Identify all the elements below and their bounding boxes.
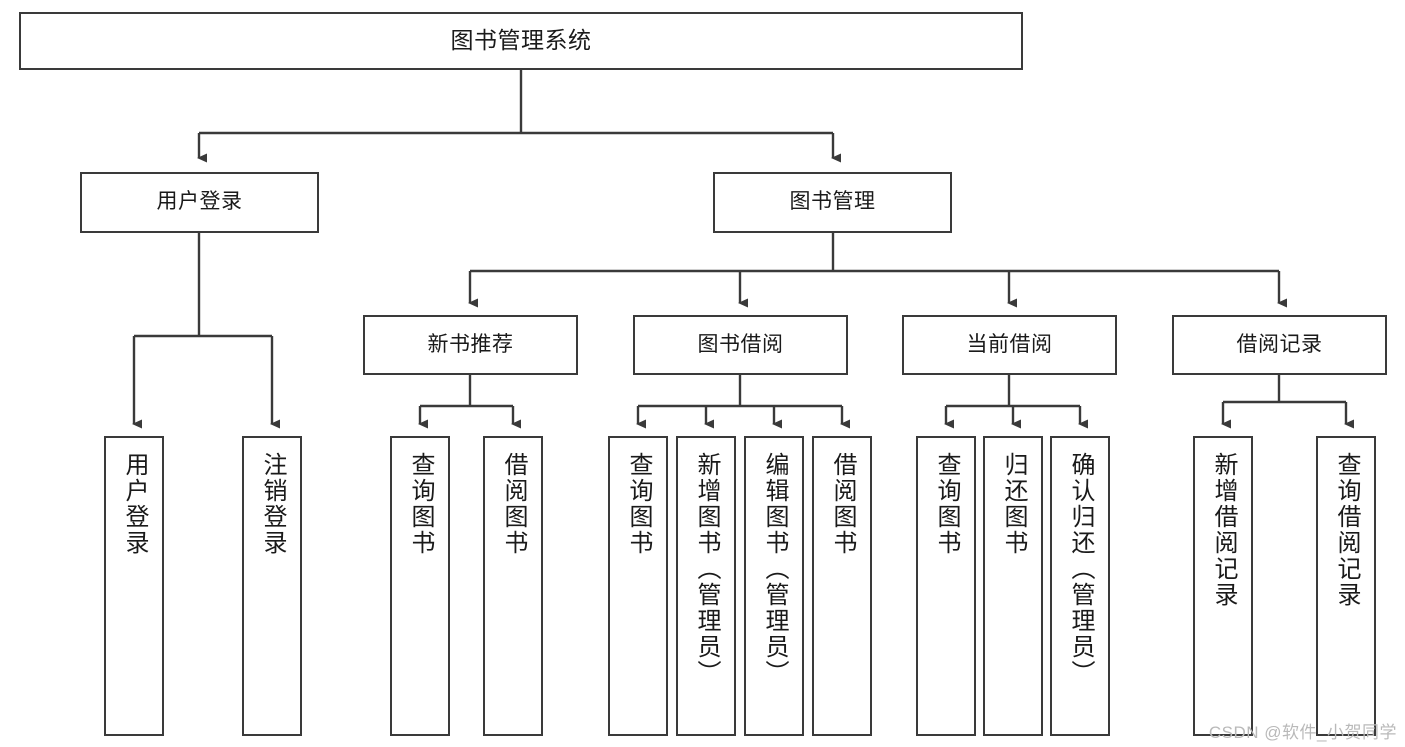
node-leaf-user-login-1-label: 用户登录 — [121, 452, 148, 556]
node-leaf-current-borrow-1[interactable]: 查询图书 — [916, 436, 976, 736]
node-leaf-current-borrow-3[interactable]: 确认归还（管理员） — [1050, 436, 1110, 736]
node-leaf-book-borrow-3[interactable]: 编辑图书（管理员） — [744, 436, 804, 736]
node-user-login[interactable]: 用户登录 — [80, 172, 319, 233]
node-leaf-current-borrow-3-label: 确认归还（管理员） — [1067, 452, 1094, 686]
node-root-system[interactable]: 图书管理系统 — [19, 12, 1023, 70]
node-leaf-book-borrow-2-label: 新增图书（管理员） — [693, 452, 720, 686]
node-leaf-new-book-1[interactable]: 查询图书 — [390, 436, 450, 736]
node-leaf-new-book-2-label: 借阅图书 — [500, 452, 527, 556]
node-current-borrow-label: 当前借阅 — [966, 332, 1053, 356]
node-leaf-borrow-record-1-label: 新增借阅记录 — [1210, 452, 1237, 608]
node-leaf-book-borrow-2[interactable]: 新增图书（管理员） — [676, 436, 736, 736]
node-leaf-book-borrow-4-label: 借阅图书 — [829, 452, 856, 556]
node-book-management[interactable]: 图书管理 — [713, 172, 952, 233]
node-leaf-borrow-record-2[interactable]: 查询借阅记录 — [1316, 436, 1376, 736]
node-leaf-user-login-2[interactable]: 注销登录 — [242, 436, 302, 736]
node-book-borrow-label: 图书借阅 — [697, 332, 784, 356]
node-borrow-record-label: 借阅记录 — [1236, 332, 1323, 356]
node-leaf-new-book-2[interactable]: 借阅图书 — [483, 436, 543, 736]
node-leaf-current-borrow-1-label: 查询图书 — [933, 452, 960, 556]
node-leaf-book-borrow-4[interactable]: 借阅图书 — [812, 436, 872, 736]
node-borrow-record[interactable]: 借阅记录 — [1172, 315, 1387, 375]
node-new-book-recommend[interactable]: 新书推荐 — [363, 315, 578, 375]
node-leaf-book-borrow-1[interactable]: 查询图书 — [608, 436, 668, 736]
node-leaf-new-book-1-label: 查询图书 — [407, 452, 434, 556]
node-current-borrow[interactable]: 当前借阅 — [902, 315, 1117, 375]
node-leaf-book-borrow-1-label: 查询图书 — [625, 452, 652, 556]
node-leaf-borrow-record-2-label: 查询借阅记录 — [1333, 452, 1360, 608]
node-book-management-label: 图书管理 — [789, 190, 876, 214]
node-leaf-book-borrow-3-label: 编辑图书（管理员） — [761, 452, 788, 686]
node-book-borrow[interactable]: 图书借阅 — [633, 315, 848, 375]
node-leaf-user-login-1[interactable]: 用户登录 — [104, 436, 164, 736]
node-new-book-recommend-label: 新书推荐 — [427, 332, 514, 356]
node-leaf-current-borrow-2-label: 归还图书 — [1000, 452, 1027, 556]
node-leaf-user-login-2-label: 注销登录 — [259, 452, 286, 556]
node-leaf-borrow-record-1[interactable]: 新增借阅记录 — [1193, 436, 1253, 736]
node-user-login-label: 用户登录 — [156, 190, 243, 214]
node-root-system-label: 图书管理系统 — [450, 27, 592, 54]
node-leaf-current-borrow-2[interactable]: 归还图书 — [983, 436, 1043, 736]
